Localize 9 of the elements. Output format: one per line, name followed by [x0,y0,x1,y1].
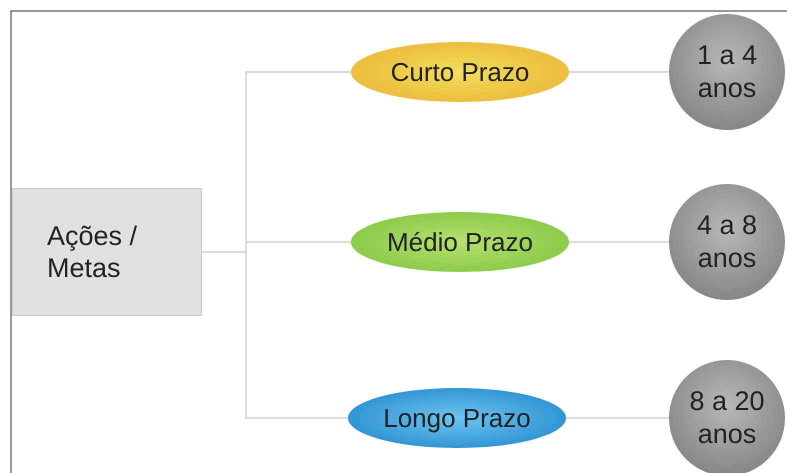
node-label: Curto Prazo [390,56,530,88]
duration-label: 1 a 4 anos [696,39,758,105]
node-label: Longo Prazo [383,402,531,434]
process-box [12,188,202,316]
node-label: Ações / Metas [47,220,138,284]
duration-label: 8 a 20 anos [688,385,766,451]
duration-label: 4 a 8 anos [696,209,758,275]
node-label: Médio Prazo [387,226,533,258]
connector-line [202,252,348,418]
